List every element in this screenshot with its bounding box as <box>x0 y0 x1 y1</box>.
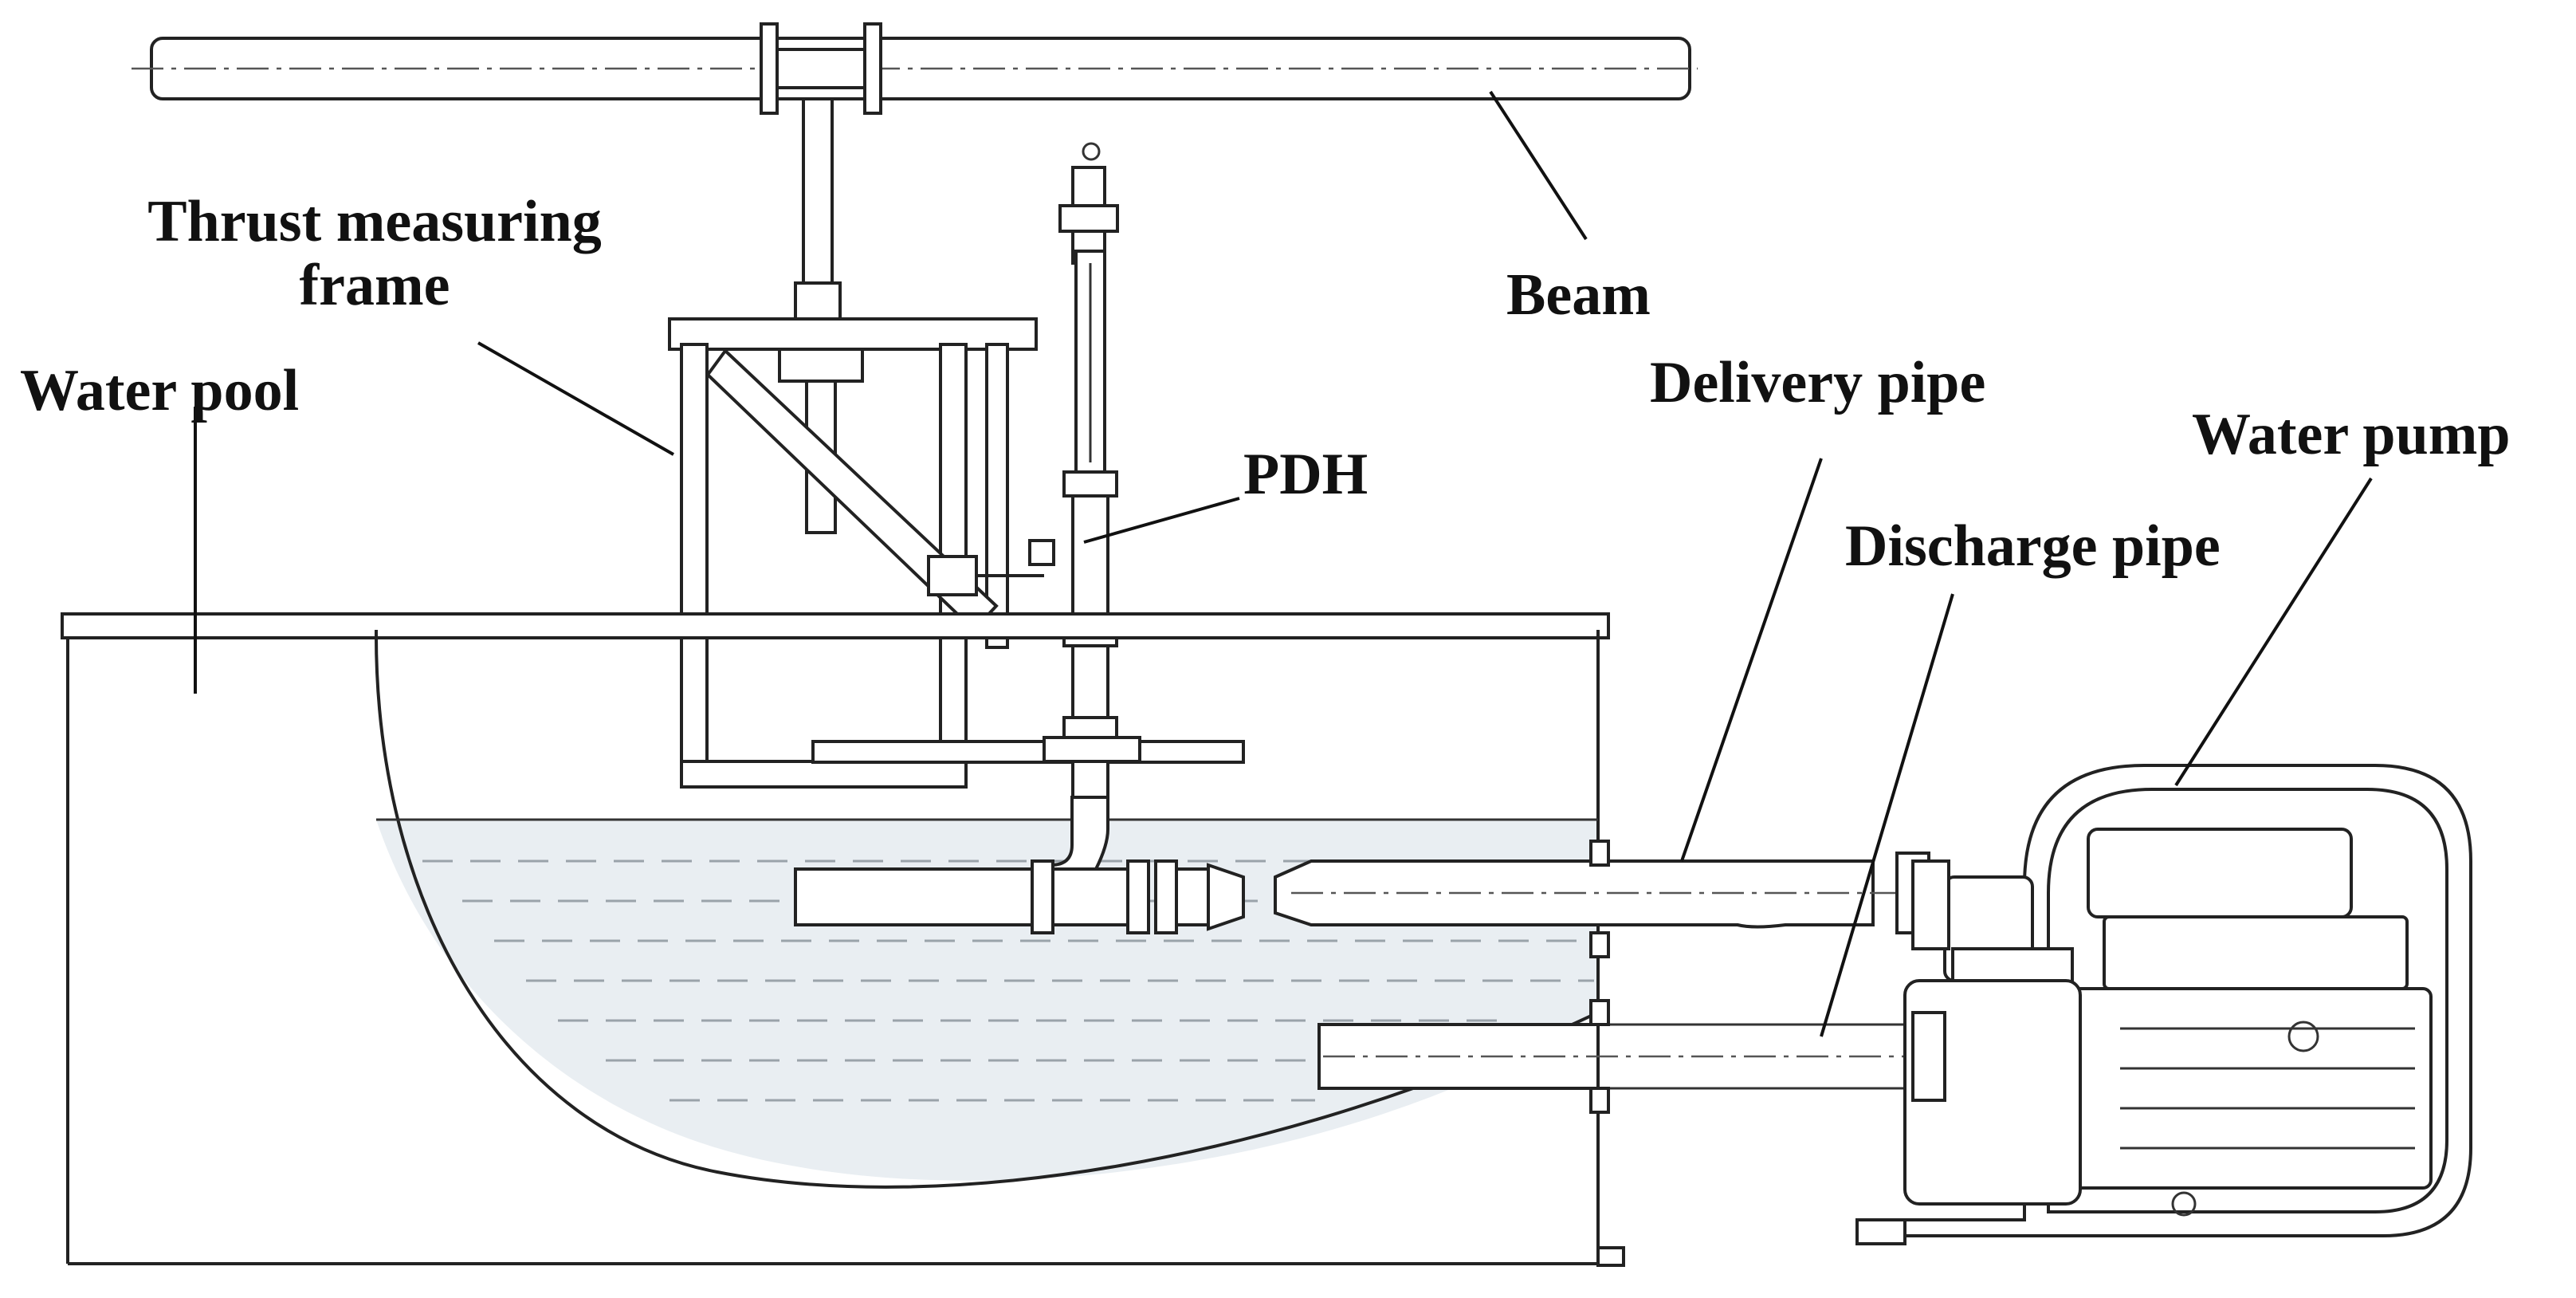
thrust-frame-label-line2: frame <box>299 253 450 318</box>
discharge-pipe-label: Discharge pipe <box>1845 513 2221 579</box>
leader-lines <box>194 90 2373 1037</box>
pdh-label: PDH <box>1243 442 1368 507</box>
thrust-measuring-frame <box>668 317 1245 789</box>
beam <box>132 22 1698 115</box>
wall-fittings <box>1589 840 1610 1114</box>
beam-label: Beam <box>1506 262 1651 328</box>
thrust-frame-label: Thrust measuring frame <box>112 190 638 317</box>
discharge-pipe-body <box>1317 1023 1913 1090</box>
water-pool-label: Water pool <box>20 358 300 423</box>
nozzle-model <box>794 796 1245 934</box>
water-pump <box>1855 764 2472 1245</box>
thrust-frame-label-line1: Thrust measuring <box>147 189 602 254</box>
water-pool <box>61 612 1625 1267</box>
delivery-pipe-label: Delivery pipe <box>1650 350 1986 415</box>
pdh-instrument <box>1028 142 1141 843</box>
frame-post <box>794 97 842 324</box>
water-pump-label: Water pump <box>2192 402 2511 467</box>
